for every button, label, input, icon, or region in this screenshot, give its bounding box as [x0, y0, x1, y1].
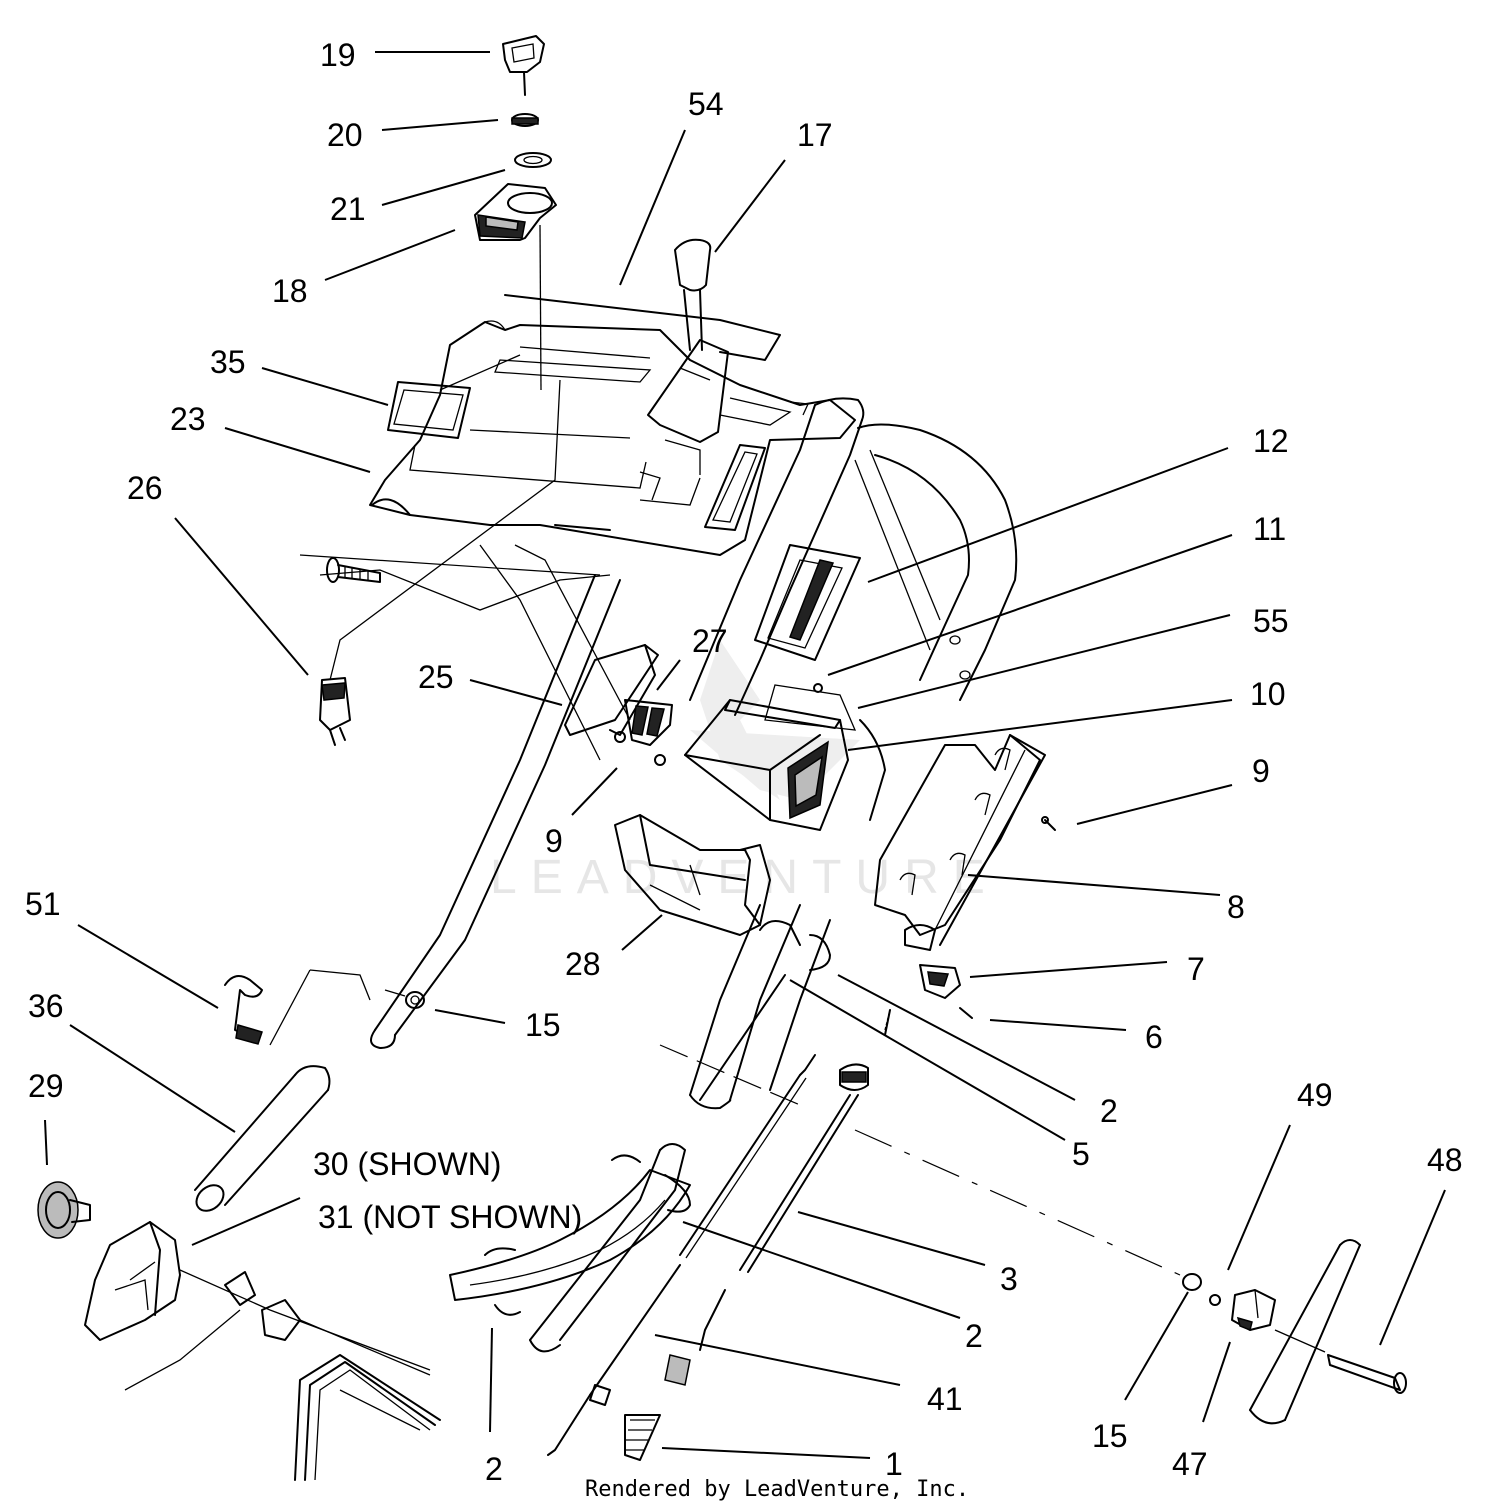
callout-21: 21 — [330, 191, 366, 227]
part-battery-box — [684, 699, 849, 831]
part-short-tube — [194, 1065, 331, 1212]
part-screw-11 — [813, 683, 823, 693]
callout-48: 48 — [1427, 1142, 1463, 1178]
part-clip — [919, 964, 961, 999]
callout-8: 8 — [1227, 889, 1245, 925]
callout-labels: 19 20 21 18 54 17 35 23 26 12 11 55 27 2… — [25, 37, 1463, 1487]
callout-29: 29 — [28, 1068, 64, 1104]
callout-1: 1 — [885, 1446, 903, 1482]
callout-47: 47 — [1172, 1446, 1208, 1482]
part-switch-housing — [474, 183, 557, 391]
leader-lines — [44, 51, 1446, 1459]
callout-28: 28 — [565, 946, 601, 982]
callout-9-left: 9 — [545, 823, 563, 859]
callout-15-left: 15 — [525, 1007, 561, 1043]
part-switch — [319, 379, 561, 746]
callout-2-upper: 2 — [1100, 1093, 1118, 1129]
callout-18: 18 — [272, 273, 308, 309]
callout-41: 41 — [927, 1381, 963, 1417]
part-nut-15-left — [384, 989, 425, 1009]
callout-49: 49 — [1297, 1077, 1333, 1113]
part-clip-2-upper — [759, 920, 831, 971]
callout-11: 11 — [1253, 511, 1286, 547]
callout-3: 3 — [1000, 1261, 1018, 1297]
parts — [37, 35, 1407, 1481]
footer-credit: Rendered by LeadVenture, Inc. — [585, 1477, 969, 1502]
callout-27: 27 — [692, 623, 728, 659]
part-curved-bar — [449, 1143, 691, 1353]
callout-26: 26 — [127, 470, 163, 506]
part-screw-6 — [959, 1007, 973, 1019]
part-nut — [511, 113, 539, 127]
callout-19: 19 — [320, 37, 356, 73]
callout-30-shown: 30 (SHOWN) — [313, 1146, 501, 1182]
watermark: LEADVENTURE — [490, 640, 999, 904]
part-cable-assembly — [547, 1009, 891, 1461]
callout-36: 36 — [28, 988, 64, 1024]
callout-7: 7 — [1187, 951, 1205, 987]
callout-25: 25 — [418, 659, 454, 695]
part-deck-frame — [294, 1354, 441, 1481]
callout-20: 20 — [327, 117, 363, 153]
callout-6: 6 — [1145, 1019, 1163, 1055]
part-lower-right-bracket — [659, 1044, 1407, 1425]
part-washer — [514, 152, 552, 168]
part-control-panel — [369, 294, 856, 556]
callout-55: 55 — [1253, 603, 1289, 639]
part-rod — [699, 974, 786, 1101]
callout-12: 12 — [1253, 423, 1289, 459]
callout-2-middle: 2 — [965, 1318, 983, 1354]
callout-15-right: 15 — [1092, 1418, 1128, 1454]
part-hook — [224, 975, 263, 1045]
part-bracket — [564, 644, 673, 766]
part-key — [502, 35, 545, 96]
part-knob — [37, 1181, 91, 1239]
part-tray — [614, 814, 771, 936]
callout-51: 51 — [25, 886, 61, 922]
callout-10: 10 — [1250, 676, 1286, 712]
callout-35: 35 — [210, 344, 246, 380]
watermark-text: LEADVENTURE — [490, 851, 999, 904]
part-plate-upper — [754, 544, 861, 661]
part-shift-lever — [647, 238, 729, 443]
part-side-panel — [874, 734, 1056, 951]
callout-31-not-shown: 31 (NOT SHOWN) — [318, 1199, 582, 1235]
part-bolt-upper — [326, 557, 381, 583]
part-handle-bracket — [84, 1221, 431, 1391]
callout-54: 54 — [688, 86, 724, 122]
callout-9-right: 9 — [1252, 753, 1270, 789]
callout-17: 17 — [797, 117, 833, 153]
callout-23: 23 — [170, 401, 206, 437]
callout-5: 5 — [1072, 1136, 1090, 1172]
callout-2-bottom: 2 — [485, 1451, 503, 1487]
